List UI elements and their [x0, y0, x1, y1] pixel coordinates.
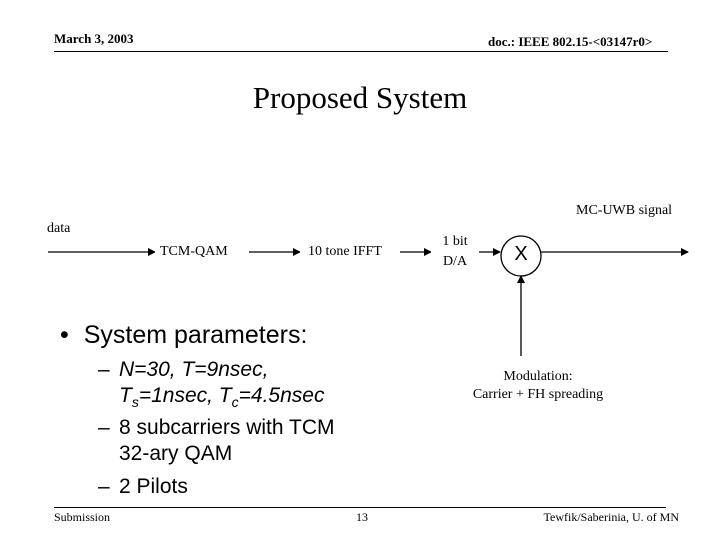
sub-bullet-dash-3: –	[98, 475, 110, 498]
da-label-line2: D/A	[442, 254, 468, 269]
mixer-label: X	[514, 243, 528, 265]
sub-bullet-3: 2 Pilots	[119, 475, 188, 498]
data-input-label: data	[47, 221, 71, 236]
modulation-label-line1: Modulation:	[503, 369, 573, 384]
header-doc-id: doc.: IEEE 802.15-<03147r0>	[488, 34, 653, 49]
sub-bullet-2: 8 subcarriers with TCM 32-ary QAM	[119, 416, 335, 466]
tcm-qam-label: TCM-QAM	[160, 244, 228, 259]
bullet-main: • System parameters:	[60, 321, 307, 350]
slide-title: Proposed System	[252, 80, 468, 115]
bullet-main-text: System parameters:	[83, 321, 308, 349]
sub-bullet-2-line1: 8 subcarriers with TCM	[119, 416, 335, 439]
sub-bullet-1-line1: N=30, T=9nsec,	[119, 358, 269, 381]
footer-submission: Submission	[54, 510, 111, 524]
ifft-block	[300, 237, 400, 267]
sub-bullet-dash-2: –	[98, 416, 110, 439]
da-block	[431, 230, 479, 274]
footer-authors: Tewfik/Saberinia, U. of MN	[543, 510, 679, 524]
sub-bullet-1-line2: Ts=1nsec, Tc=4.5nsec	[119, 384, 325, 411]
bullet-marker: •	[60, 321, 69, 349]
sub-bullet-dash-1: –	[98, 358, 110, 381]
footer-page-number: 13	[356, 510, 368, 524]
mc-uwb-signal-label: MC-UWB signal	[576, 203, 673, 218]
header-date: March 3, 2003	[54, 31, 134, 46]
modulation-label-line2: Carrier + FH spreading	[472, 387, 604, 402]
da-label-line1: 1 bit	[442, 234, 468, 249]
sub-bullet-1: N=30, T=9nsec, Ts=1nsec, Tc=4.5nsec	[119, 358, 324, 414]
sub-bullet-2-line2: 32-ary QAM	[119, 442, 233, 465]
footer-rule	[54, 507, 666, 508]
tcm-qam-block	[155, 237, 249, 267]
header-rule	[54, 51, 668, 52]
ifft-label: 10 tone IFFT	[308, 244, 382, 259]
